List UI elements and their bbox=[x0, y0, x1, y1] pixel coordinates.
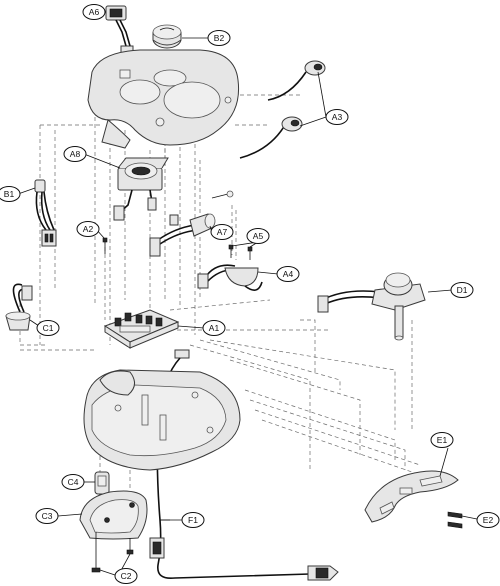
callout-e1: E1 bbox=[430, 432, 454, 448]
callout-a6: A6 bbox=[82, 4, 106, 20]
callout-a8-label: A8 bbox=[70, 149, 81, 159]
callout-a4-label: A4 bbox=[283, 269, 294, 279]
callout-c2: C2 bbox=[114, 568, 138, 584]
callout-a3: A3 bbox=[325, 109, 349, 125]
callout-c3-label: C3 bbox=[42, 511, 53, 521]
screws-c2 bbox=[91, 532, 134, 573]
screw-a2 bbox=[102, 237, 108, 254]
screws-e2 bbox=[447, 511, 463, 529]
board-a1 bbox=[103, 309, 180, 349]
callout-f1-label: F1 bbox=[188, 515, 198, 525]
plug-a7 bbox=[149, 190, 234, 257]
callout-a2-label: A2 bbox=[83, 224, 94, 234]
callout-c1-label: C1 bbox=[43, 323, 54, 333]
callout-a1: A1 bbox=[202, 320, 226, 336]
callout-e2: E2 bbox=[476, 512, 500, 528]
callout-f1: F1 bbox=[181, 512, 205, 528]
callout-c4: C4 bbox=[61, 474, 85, 490]
callout-c2-label: C2 bbox=[121, 571, 132, 581]
switch-a3 bbox=[239, 60, 326, 159]
callout-c3: C3 bbox=[35, 508, 59, 524]
callout-a7: A7 bbox=[210, 224, 234, 240]
handle-e1 bbox=[364, 470, 459, 523]
callout-a7-label: A7 bbox=[217, 227, 228, 237]
callout-c1: C1 bbox=[36, 320, 60, 336]
callout-b2: B2 bbox=[207, 30, 231, 46]
callout-a2: A2 bbox=[76, 221, 100, 237]
knob-b2 bbox=[152, 24, 182, 49]
callout-a6-label: A6 bbox=[89, 7, 100, 17]
harness-a4 bbox=[197, 264, 263, 291]
callout-a8: A8 bbox=[63, 146, 87, 162]
callout-a5: A5 bbox=[246, 228, 270, 244]
lower-console-housing bbox=[83, 369, 241, 471]
cover-c4 bbox=[94, 471, 110, 495]
callout-b1: B1 bbox=[0, 186, 21, 202]
callout-e1-label: E1 bbox=[437, 435, 448, 445]
callout-a3-label: A3 bbox=[332, 112, 343, 122]
callout-e2-label: E2 bbox=[483, 515, 494, 525]
screws-a5 bbox=[228, 244, 253, 260]
meter-a8 bbox=[113, 157, 169, 221]
callout-b1-label: B1 bbox=[4, 189, 15, 199]
bracket-c3 bbox=[79, 490, 148, 540]
harness-b1 bbox=[34, 179, 57, 247]
callout-d1-label: D1 bbox=[457, 285, 468, 295]
harness-c1 bbox=[5, 283, 33, 331]
callout-c4-label: C4 bbox=[68, 477, 79, 487]
switch-a6 bbox=[105, 5, 134, 55]
callout-a4: A4 bbox=[276, 266, 300, 282]
top-console-shroud bbox=[87, 49, 240, 149]
callout-a1-label: A1 bbox=[209, 323, 220, 333]
callout-b2-label: B2 bbox=[214, 33, 225, 43]
throttle-d1 bbox=[317, 272, 426, 341]
callout-a5-label: A5 bbox=[253, 231, 264, 241]
callout-d1: D1 bbox=[450, 282, 474, 298]
